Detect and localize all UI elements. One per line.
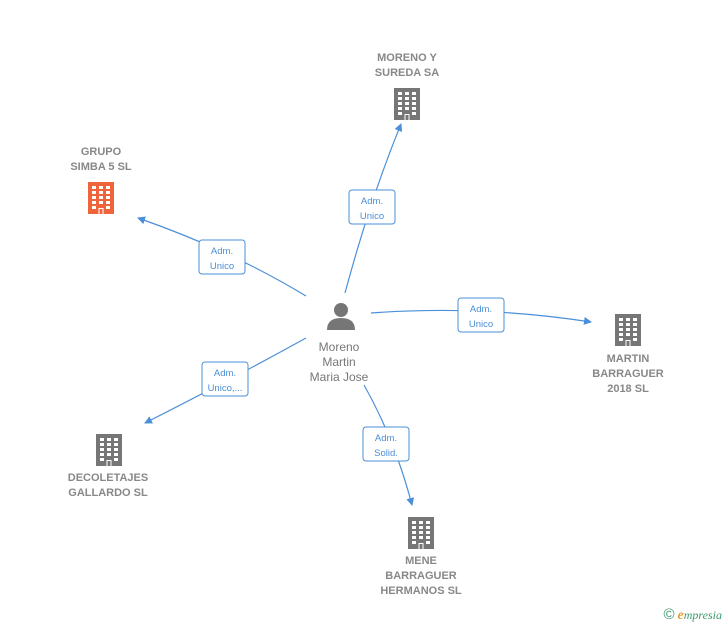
relation-label-box[interactable]: Adm. Unico — [348, 189, 396, 225]
relation-label-box[interactable]: Adm. Unico — [457, 297, 505, 333]
edges-layer: Adm.UnicoAdm.UnicoAdm.UnicoAdm.Solid.Adm… — [137, 123, 592, 506]
relation-label-box[interactable]: Adm. Unico,... — [201, 361, 249, 397]
company-name[interactable]: DECOLETAJES — [68, 472, 148, 484]
company-name[interactable]: BARRAGUER — [385, 570, 457, 582]
relation-label-text: Adm. — [214, 368, 236, 379]
company-name[interactable]: HERMANOS SL — [380, 585, 462, 597]
brand-logo-e: e — [677, 608, 684, 623]
company-name[interactable]: SIMBA 5 SL — [70, 161, 132, 173]
company-node-moreno-sureda[interactable]: MORENO Y SUREDA SA — [375, 52, 439, 120]
company-name[interactable]: MARTIN — [607, 353, 650, 365]
company-node-decoletajes-gallardo[interactable]: DECOLETAJES GALLARDO SL — [68, 434, 148, 499]
company-name[interactable]: GRUPO — [81, 146, 122, 158]
person-name[interactable]: Maria Jose — [310, 370, 369, 384]
building-icon — [88, 182, 114, 214]
nodes-layer: GRUPO SIMBA 5 SL MORENO Y SUREDA SA MARTIN BA… — [68, 52, 664, 597]
building-icon — [96, 434, 122, 466]
person-name[interactable]: Martin — [322, 355, 355, 369]
relation-label-border — [362, 426, 410, 462]
copyright-notice: ©empresia — [663, 606, 722, 624]
relation-label-text: Unico,... — [208, 383, 243, 394]
relation-label-border — [348, 189, 396, 225]
relation-edge-martin-barraguer: Adm. Unico — [370, 297, 592, 333]
relation-label-box[interactable]: Adm. Solid. — [362, 426, 410, 462]
building-icon — [615, 314, 641, 346]
relation-label-border — [201, 361, 249, 397]
relation-label-border — [457, 297, 505, 333]
relation-label-text: Unico — [469, 319, 493, 330]
relation-label-border — [198, 239, 246, 275]
relation-edge-mene-barraguer: Adm. Solid. — [362, 384, 415, 506]
company-node-grupo-simba[interactable]: GRUPO SIMBA 5 SL — [70, 146, 132, 214]
copyright-symbol: © — [663, 606, 675, 623]
company-name[interactable]: 2018 SL — [607, 383, 649, 395]
relation-label-text: Adm. — [211, 246, 233, 257]
relation-label-text: Adm. — [470, 304, 492, 315]
person-icon — [327, 303, 355, 330]
building-icon — [394, 88, 420, 120]
relation-label-text: Adm. — [361, 196, 383, 207]
company-node-martin-barraguer[interactable]: MARTIN BARRAGUER 2018 SL — [592, 314, 664, 395]
relation-edge-decoletajes-gallardo: Adm. Unico,... — [144, 337, 307, 424]
company-node-mene-barraguer[interactable]: MENE BARRAGUER HERMANOS SL — [380, 517, 462, 597]
building-icon — [408, 517, 434, 549]
company-name[interactable]: SUREDA SA — [375, 67, 439, 79]
company-name[interactable]: MORENO Y — [377, 52, 437, 64]
relation-label-text: Adm. — [375, 433, 397, 444]
relation-label-text: Solid. — [374, 448, 398, 459]
person-name[interactable]: Moreno — [319, 340, 360, 354]
brand-logo-text: mpresia — [683, 608, 722, 622]
company-name[interactable]: BARRAGUER — [592, 368, 664, 380]
relation-label-text: Unico — [210, 261, 234, 272]
relation-edge-grupo-simba: Adm. Unico — [137, 216, 307, 297]
relation-edge-moreno-sureda: Adm. Unico — [344, 123, 403, 294]
company-name[interactable]: MENE — [405, 555, 437, 567]
company-name[interactable]: GALLARDO SL — [68, 487, 148, 499]
relation-label-box[interactable]: Adm. Unico — [198, 239, 246, 275]
relation-label-text: Unico — [360, 211, 384, 222]
